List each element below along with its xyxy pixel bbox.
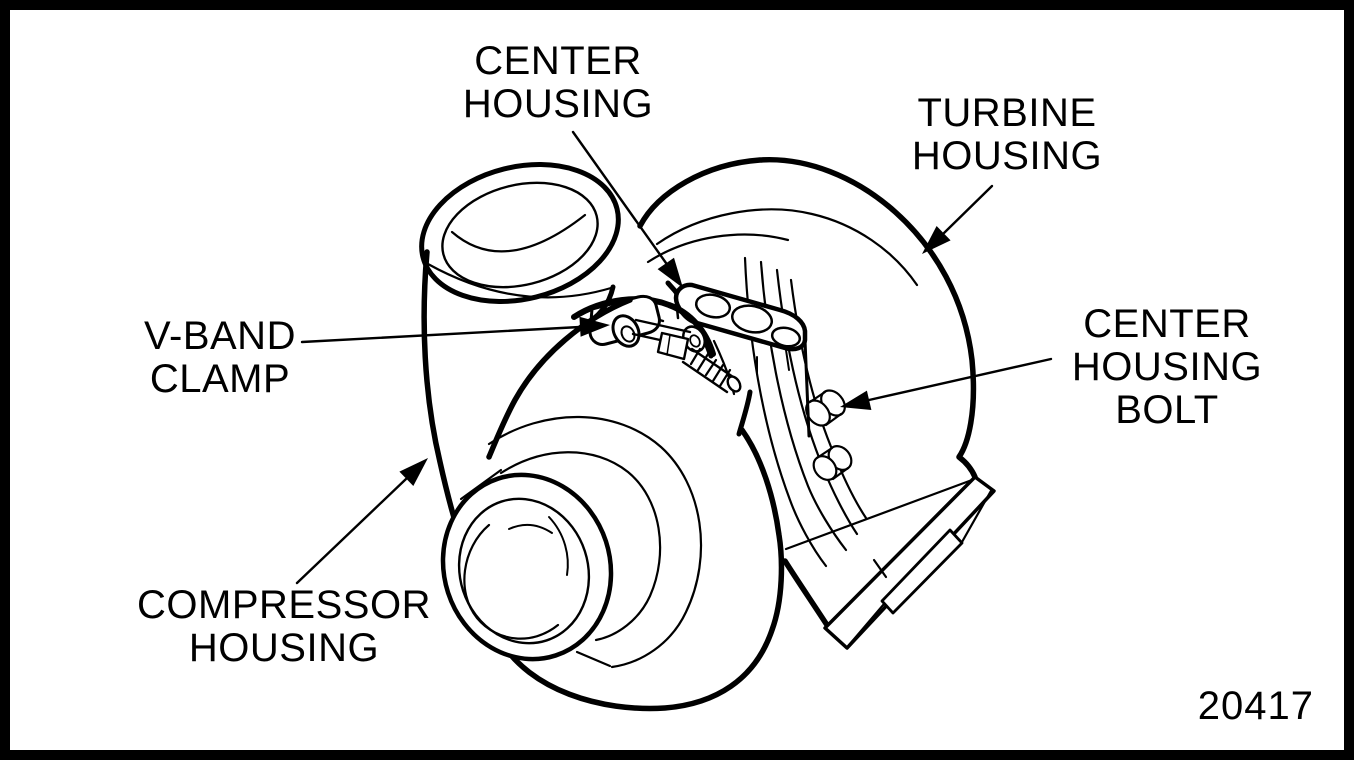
v-band-clamp-drawing <box>571 294 742 394</box>
leader-turbine-housing <box>922 184 994 254</box>
arrowhead-turbine-housing <box>922 226 951 254</box>
label-line: V-BAND <box>144 314 296 358</box>
arrowhead-compressor-housing <box>399 458 428 486</box>
label-v-band-clamp: V-BAND CLAMP <box>144 315 296 401</box>
arrowhead-center-housing-bolt <box>840 390 872 410</box>
arrowhead-v-band-clamp <box>579 316 610 337</box>
leader-center-housing-bolt <box>840 357 1053 410</box>
label-center-housing: CENTER HOUSING <box>463 40 653 126</box>
label-line: TURBINE <box>917 91 1097 135</box>
turbine-outlet-flange <box>782 475 996 650</box>
label-compressor-housing: COMPRESSOR HOUSING <box>137 584 431 670</box>
label-line: HOUSING <box>1071 344 1263 389</box>
label-line: CLAMP <box>149 356 291 401</box>
label-line: COMPRESSOR <box>137 583 431 627</box>
compressor-housing-drawing <box>421 249 785 712</box>
leader-compressor-housing <box>295 458 428 585</box>
arrowhead-center-housing <box>657 257 683 288</box>
label-line: HOUSING <box>911 133 1103 178</box>
compressor-inlet-elbow <box>419 162 621 329</box>
figure-number: 20417 <box>1197 684 1314 728</box>
leader-center-housing <box>571 130 683 288</box>
leader-v-band-clamp <box>300 316 610 344</box>
label-line: CENTER <box>474 39 642 83</box>
label-turbine-housing: TURBINE HOUSING <box>912 92 1102 178</box>
label-line: CENTER <box>1083 302 1251 346</box>
label-line: HOUSING <box>462 81 654 126</box>
label-center-housing-bolt: CENTER HOUSING BOLT <box>1072 303 1262 431</box>
label-line: BOLT <box>1115 387 1219 432</box>
center-housing-bolts <box>805 389 853 481</box>
turbine-housing-drawing <box>637 157 978 480</box>
label-line: HOUSING <box>188 625 380 670</box>
